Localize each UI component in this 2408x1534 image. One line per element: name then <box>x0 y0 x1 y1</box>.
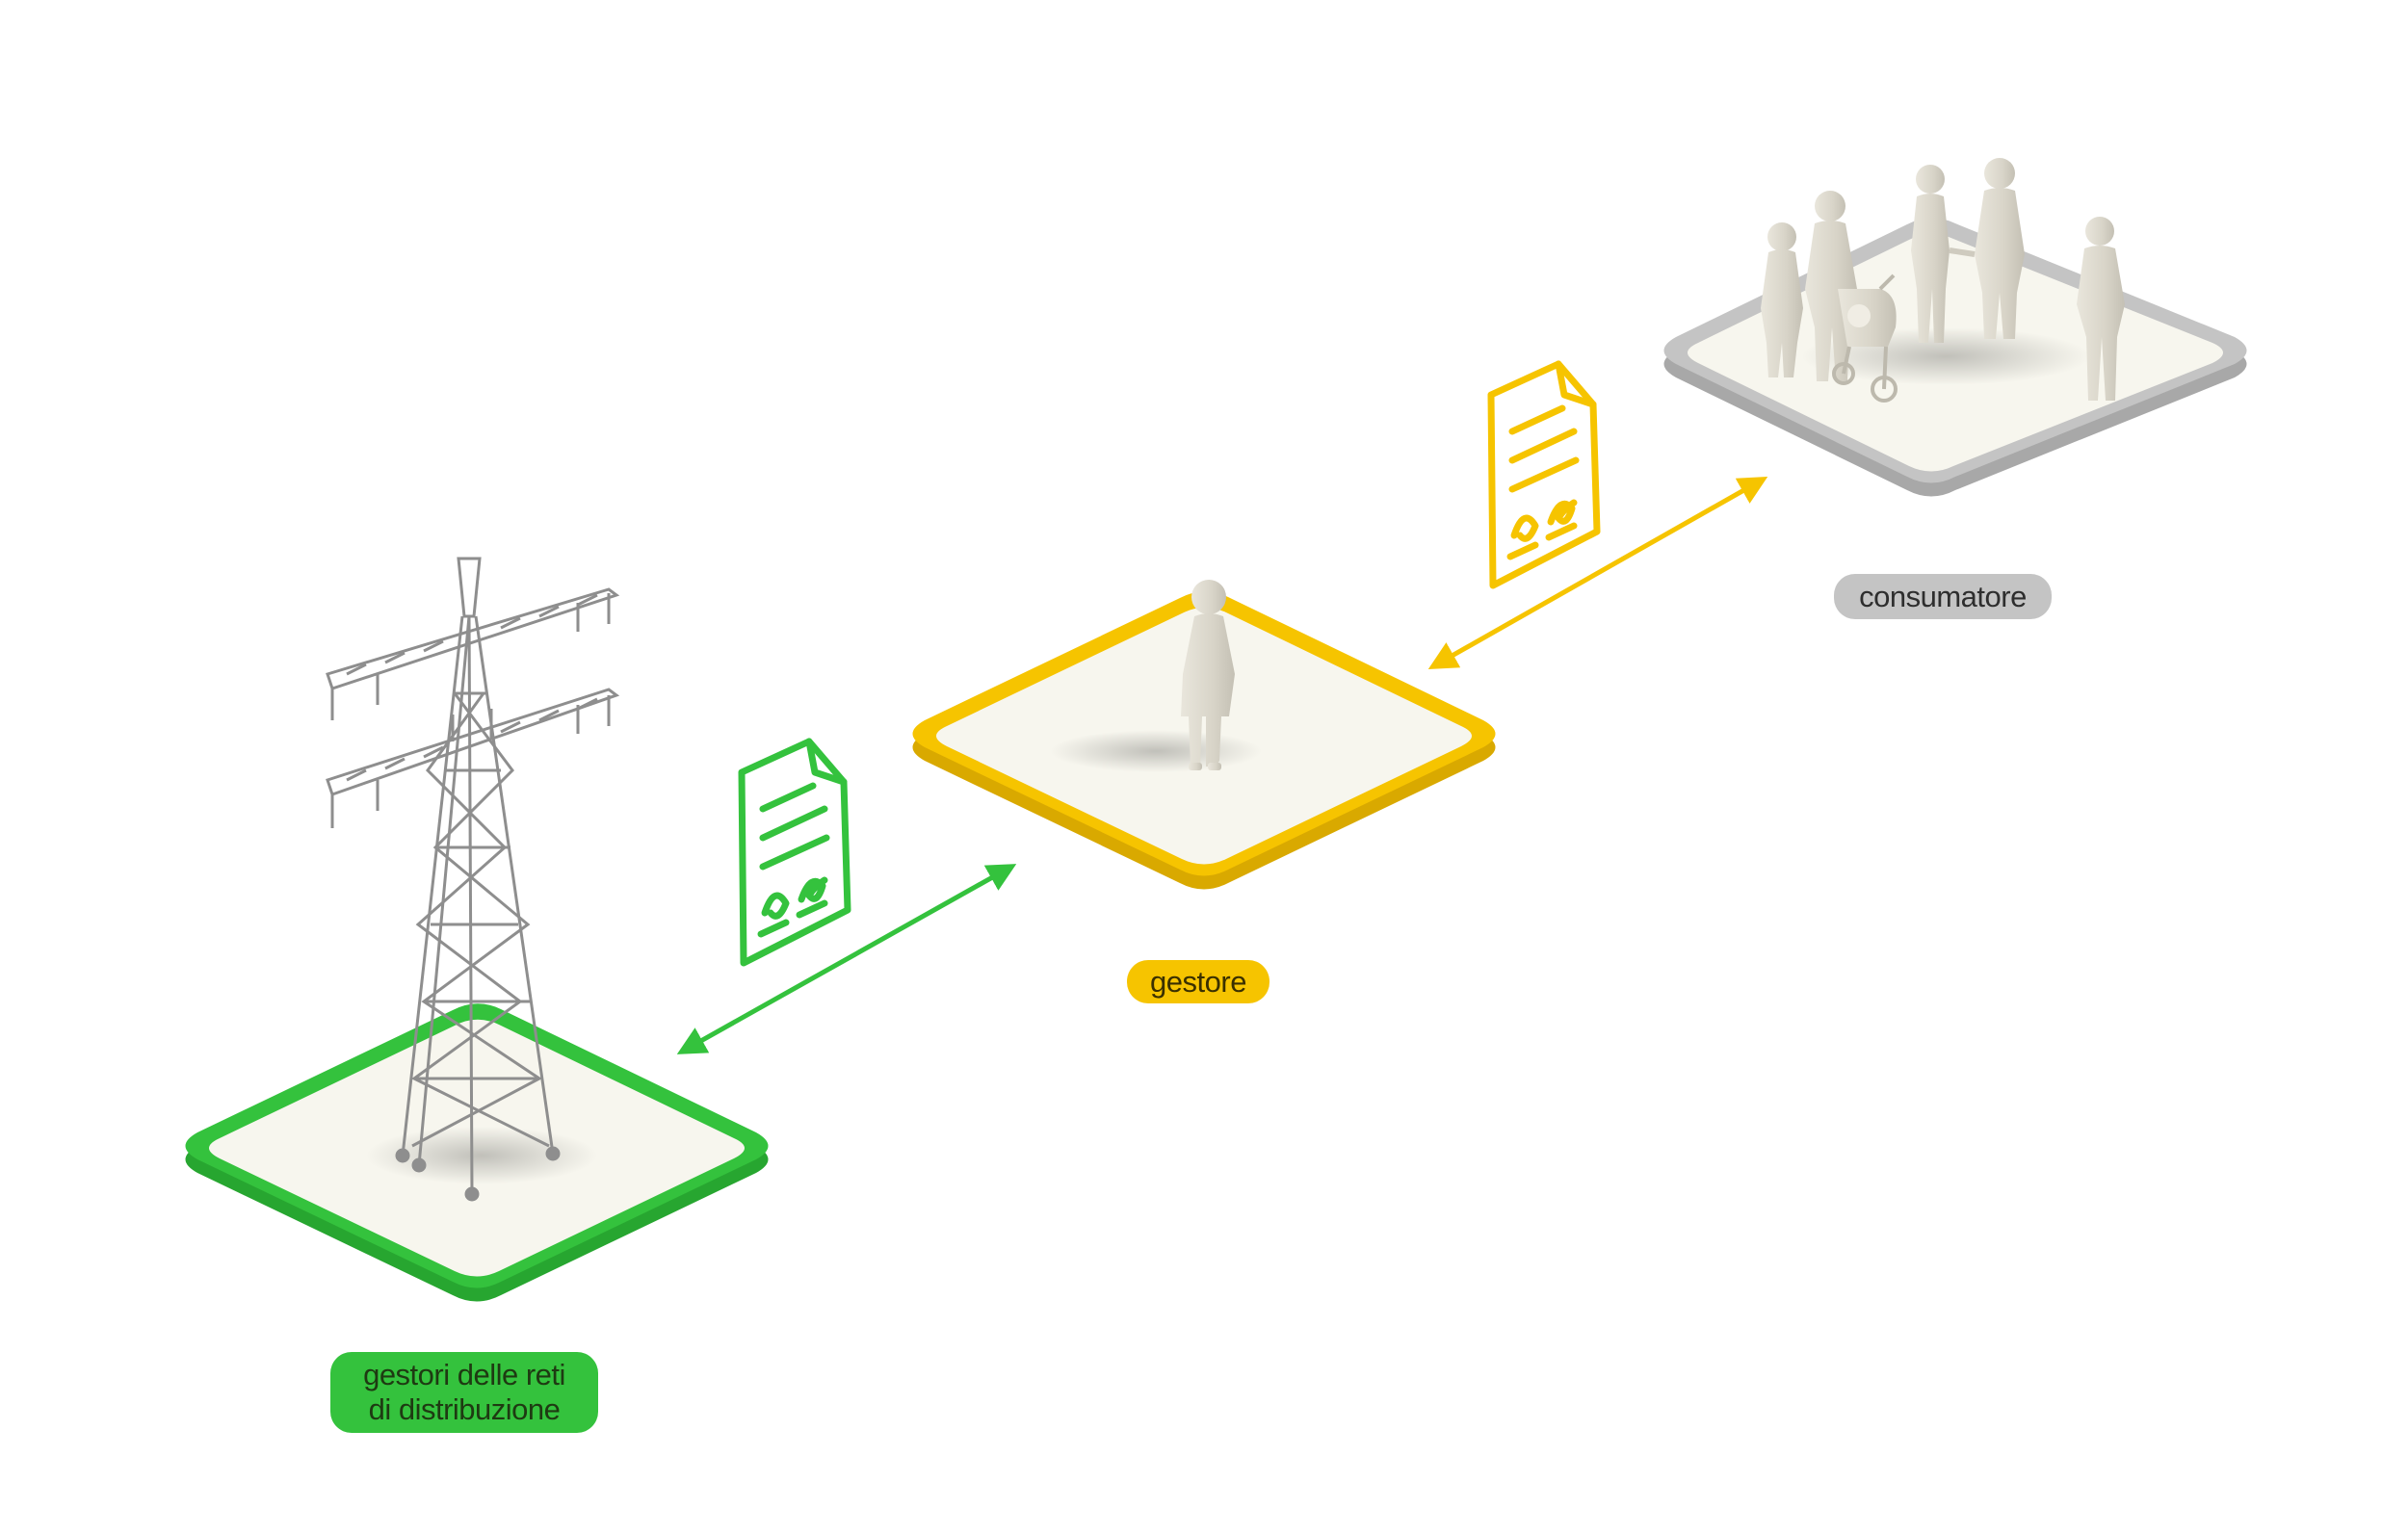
group-of-people-icon <box>1761 158 2125 403</box>
platform-consumatore <box>1663 218 2247 497</box>
platform-gestore <box>912 591 1496 890</box>
pylon-icon <box>326 557 620 1202</box>
platform-grid <box>185 1003 769 1302</box>
label-gestore: gestore <box>1127 960 1269 1003</box>
label-grid-line-2: di distribuzione <box>368 1392 561 1426</box>
signed-contract-icon <box>738 738 851 967</box>
label-gestore-text: gestore <box>1150 964 1246 999</box>
arrow-gestore-consumatore <box>1427 477 1768 669</box>
signed-contract-icon <box>1487 360 1601 589</box>
person-icon <box>1181 580 1235 770</box>
label-consumatore-text: consumatore <box>1859 579 2027 613</box>
label-grid-operators: gestori delle reti di distribuzione <box>330 1352 598 1433</box>
label-consumatore: consumatore <box>1834 574 2052 619</box>
label-grid-line-1: gestori delle reti <box>363 1358 565 1391</box>
arrow-grid-gestore <box>676 864 1017 1054</box>
